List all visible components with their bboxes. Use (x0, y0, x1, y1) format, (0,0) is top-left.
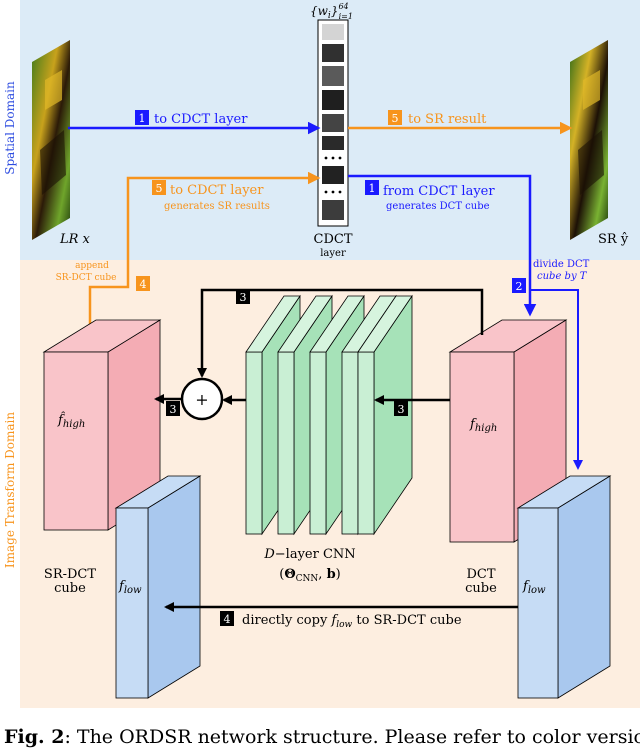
spatial-domain-label: Spatial Domain (3, 81, 17, 175)
arrow-srdct-to-cdct (88, 171, 321, 335)
cnn-line1: D−layer CNN (263, 547, 355, 562)
step3-badge-top (236, 289, 250, 304)
step2-line1: divide DCT (533, 259, 590, 270)
step3-num-right: 3 (398, 403, 405, 416)
step5-sub-cdct: generates SR results (164, 201, 270, 212)
cnn-line2: (ΘCNN, b) (279, 567, 340, 584)
step5-text-sr: to SR result (408, 112, 487, 127)
step2-line2: cube by T (537, 271, 588, 282)
arrow-dct-to-low (530, 289, 583, 470)
step1-num-from: 1 (369, 182, 376, 195)
figure-caption: Fig. 2: The ORDSR network structure. Ple… (4, 726, 640, 748)
step3-badge-right (394, 401, 408, 416)
step1-badge-from (365, 180, 379, 195)
arrow-skip-to-plus (197, 288, 484, 378)
step5-badge-sr (388, 110, 402, 125)
step1-sub-from: generates DCT cube (386, 201, 490, 212)
step5-num-cdct: 5 (156, 182, 163, 195)
cnn-layers (245, 294, 413, 536)
step4-badge-append (136, 276, 150, 291)
step4-text-copy: directly copy flow to SR-DCT cube (242, 613, 462, 630)
lr-label: LR x (59, 232, 91, 247)
step4-line1: append (75, 261, 109, 271)
transform-domain-label: Image Transform Domain (3, 412, 17, 568)
step3-num-top: 3 (240, 291, 247, 304)
step4-num-copy: 4 (224, 613, 231, 626)
sr-dct-label1: SR-DCT (44, 567, 96, 582)
step1-num-to: 1 (139, 112, 146, 125)
step1-text-to: to CDCT layer (154, 112, 248, 127)
sr-label: SR ŷ (598, 232, 629, 247)
step4-badge-copy (220, 611, 234, 626)
caption-text: : The ORDSR network structure. Please re… (64, 726, 640, 748)
sr-dct-label2: cube (54, 581, 86, 596)
arrow-cdct-to-dct (348, 174, 537, 317)
step2-num: 2 (516, 280, 523, 293)
step3-badge-left (166, 401, 180, 416)
caption-fig-label: Fig. 2 (4, 726, 65, 748)
step5-text-cdct: to CDCT layer (170, 183, 264, 198)
sr-image (570, 40, 608, 240)
step4-num-append: 4 (140, 278, 147, 291)
step5-num-sr: 5 (392, 112, 399, 125)
cdct-layer (317, 19, 349, 227)
cdct-title: CDCT (314, 232, 353, 247)
dct-label2: cube (465, 581, 497, 596)
lr-image (32, 40, 70, 240)
step3-num-left: 3 (170, 403, 177, 416)
step2-badge (512, 278, 526, 293)
plus-sign: + (195, 390, 208, 409)
step1-text-from: from CDCT layer (383, 184, 495, 199)
sr-dct-cube (42, 319, 202, 699)
dct-cube (448, 319, 612, 699)
cdct-subtitle: layer (320, 248, 346, 259)
step1-badge-to (135, 110, 149, 125)
dct-label1: DCT (466, 567, 495, 582)
step4-line2: SR-DCT cube (56, 273, 117, 283)
step5-badge-cdct (152, 180, 166, 195)
